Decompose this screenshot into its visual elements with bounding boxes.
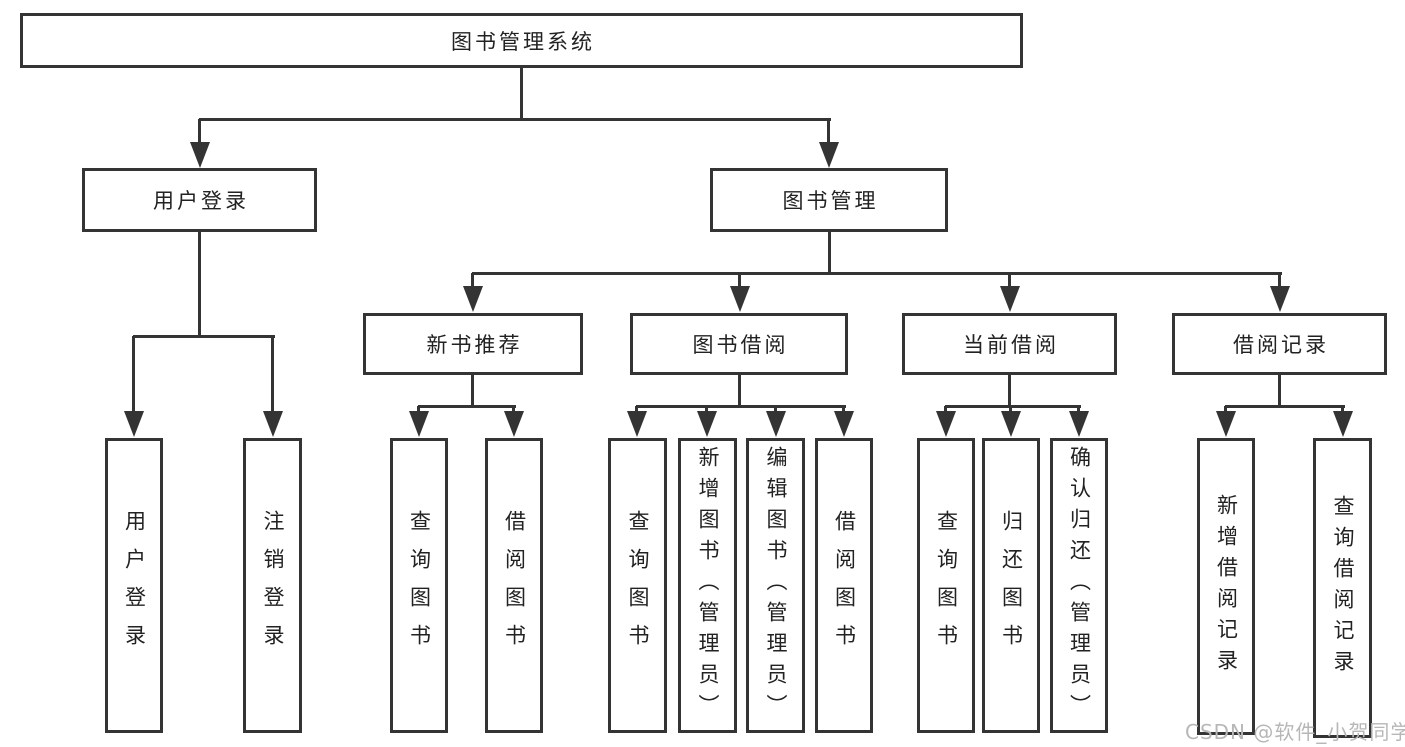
connector-line — [199, 118, 831, 121]
node-confirm-return-admin: 确认归还（管理员） — [1050, 438, 1108, 733]
connector-arrow-stem — [705, 406, 708, 413]
connector-line — [472, 272, 1282, 275]
arrowhead-down-icon — [504, 411, 524, 437]
node-system-label: 图书管理系统 — [451, 29, 595, 54]
arrowhead-down-icon — [463, 286, 483, 312]
arrowhead-down-icon — [936, 411, 956, 437]
connector-arrow-stem — [738, 273, 741, 288]
node-new-book-recommend-label: 新书推荐 — [426, 333, 523, 357]
node-add-books-admin: 新增图书（管理员） — [678, 438, 737, 733]
node-borrow-books: 借阅图书 — [815, 438, 873, 733]
node-return-books: 归还图书 — [982, 438, 1040, 733]
node-system: 图书管理系统 — [20, 13, 1023, 68]
node-logout-action-label: 注销登录 — [261, 509, 285, 662]
arrowhead-down-icon — [766, 411, 786, 437]
connector-line — [828, 230, 831, 274]
node-new-book-recommend: 新书推荐 — [363, 313, 583, 375]
connector-arrow-stem — [1009, 406, 1012, 413]
connector-arrow-stem — [512, 406, 515, 413]
connector-arrow-stem — [1278, 273, 1281, 288]
arrowhead-down-icon — [1001, 411, 1021, 437]
node-return-books-label: 归还图书 — [999, 509, 1024, 662]
arrowhead-down-icon — [190, 142, 210, 168]
node-edit-books-admin-label: 编辑图书（管理员） — [764, 446, 788, 725]
arrowhead-down-icon — [834, 411, 854, 437]
node-add-borrow-record: 新增借阅记录 — [1197, 438, 1255, 735]
connector-line — [133, 335, 275, 338]
node-confirm-return-admin-label: 确认归还（管理员） — [1067, 446, 1092, 725]
connector-arrow-stem — [198, 119, 201, 144]
arrowhead-down-icon — [1069, 411, 1089, 437]
connector-arrow-stem — [1077, 406, 1080, 413]
arrowhead-down-icon — [730, 286, 750, 312]
node-book-borrowing: 图书借阅 — [630, 313, 848, 375]
connector-arrow-stem — [471, 273, 474, 288]
arrowhead-down-icon — [124, 411, 144, 437]
arrowhead-down-icon — [819, 142, 839, 168]
node-book-management: 图书管理 — [710, 168, 948, 232]
node-user-login-label: 用户登录 — [153, 189, 249, 213]
watermark: CSDN @软件_小贺同学 — [1185, 720, 1405, 744]
node-current-borrowing-label: 当前借阅 — [963, 333, 1059, 357]
connector-arrow-stem — [944, 406, 947, 413]
arrowhead-down-icon — [263, 411, 283, 437]
arrowhead-down-icon — [1333, 411, 1353, 437]
connector-arrow-stem — [1224, 406, 1227, 413]
arrowhead-down-icon — [1216, 411, 1236, 437]
node-logout-action: 注销登录 — [243, 438, 302, 733]
connector-arrow-stem — [271, 336, 274, 413]
connector-line — [418, 405, 516, 408]
connector-line — [471, 373, 474, 408]
node-user-login-action: 用户登录 — [105, 438, 163, 733]
connector-line — [1278, 373, 1281, 408]
connector-arrow-stem — [1341, 406, 1344, 413]
connector-arrow-stem — [1008, 273, 1011, 288]
node-query-books-recommend-label: 查询图书 — [407, 509, 432, 662]
arrowhead-down-icon — [627, 411, 647, 437]
node-query-borrow-record-label: 查询借阅记录 — [1331, 495, 1355, 681]
connector-line — [198, 230, 201, 338]
connector-arrow-stem — [842, 406, 845, 413]
node-edit-books-admin: 编辑图书（管理员） — [746, 438, 805, 733]
node-book-borrowing-label: 图书借阅 — [692, 333, 789, 357]
node-query-books-current: 查询图书 — [917, 438, 975, 733]
node-current-borrowing: 当前借阅 — [902, 313, 1117, 375]
arrowhead-down-icon — [1270, 286, 1290, 312]
node-query-books-borrowing-label: 查询图书 — [626, 509, 650, 662]
node-book-management-label: 图书管理 — [782, 189, 879, 213]
connector-line — [1225, 405, 1345, 408]
node-user-login-action-label: 用户登录 — [122, 509, 147, 662]
connector-arrow-stem — [635, 406, 638, 413]
node-query-borrow-record: 查询借阅记录 — [1313, 438, 1372, 738]
connector-arrow-stem — [132, 336, 135, 413]
node-borrow-books-recommend-label: 借阅图书 — [502, 509, 527, 662]
connector-arrow-stem — [774, 406, 777, 413]
arrowhead-down-icon — [409, 411, 429, 437]
node-borrow-books-recommend: 借阅图书 — [485, 438, 543, 733]
node-add-books-admin-label: 新增图书（管理员） — [696, 446, 720, 725]
connector-line — [520, 66, 523, 121]
node-query-books-current-label: 查询图书 — [934, 509, 959, 662]
arrowhead-down-icon — [1000, 286, 1020, 312]
connector-line — [636, 405, 846, 408]
node-user-login: 用户登录 — [82, 168, 317, 232]
arrowhead-down-icon — [697, 411, 717, 437]
connector-arrow-stem — [417, 406, 420, 413]
node-query-books-recommend: 查询图书 — [390, 438, 448, 733]
node-borrow-books-label: 借阅图书 — [832, 509, 857, 662]
node-borrow-records-label: 借阅记录 — [1233, 333, 1329, 357]
connector-line — [945, 405, 1081, 408]
connector-line — [738, 373, 741, 408]
connector-line — [1008, 373, 1011, 408]
node-borrow-records: 借阅记录 — [1172, 313, 1387, 375]
connector-arrow-stem — [827, 119, 830, 144]
node-add-borrow-record-label: 新增借阅记录 — [1214, 493, 1239, 680]
node-query-books-borrowing: 查询图书 — [608, 438, 667, 733]
